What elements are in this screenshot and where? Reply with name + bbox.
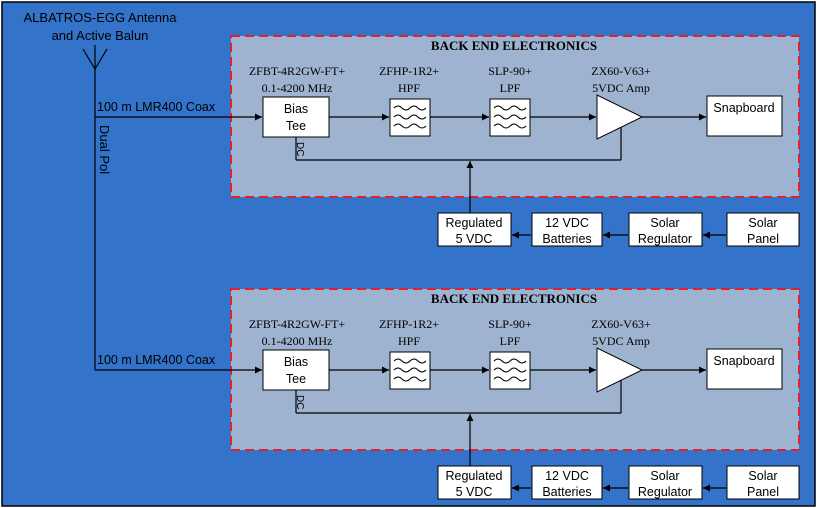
- snapboard-label: Snapboard: [713, 101, 774, 115]
- batteries-label-line2: Batteries: [542, 485, 591, 499]
- filter-icon: [493, 105, 527, 129]
- snapboard-label: Snapboard: [713, 354, 774, 368]
- amplifier-icon: [596, 94, 644, 140]
- solar-panel-box: [726, 212, 800, 247]
- dc-power-lines: [295, 127, 622, 161]
- dc-port-label: DC: [294, 395, 305, 409]
- amp-part-number: ZX60-V63+: [591, 317, 651, 331]
- hpf-type: HPF: [398, 81, 420, 95]
- solar-panel-label: Solar: [748, 216, 777, 230]
- regulated-5vdc-label: Regulated: [446, 216, 503, 230]
- solar-regulator-box: [628, 465, 703, 500]
- batteries-label: 12 VDC: [545, 469, 589, 483]
- amp-type: 5VDC Amp: [592, 334, 650, 348]
- solar-panel-label-line2: Panel: [747, 232, 779, 246]
- hpf-part-number: ZFHP-1R2+: [379, 317, 439, 331]
- coax-label: 100 m LMR400 Coax: [97, 353, 216, 367]
- filter-icon: [493, 358, 527, 382]
- antenna-label-line2: and Active Balun: [52, 28, 149, 43]
- antenna-symbol-icon: [82, 45, 108, 370]
- lpf-part-number: SLP-90+: [488, 317, 532, 331]
- dc-power-lines: [295, 380, 622, 414]
- lpf-type: LPF: [500, 334, 521, 348]
- antenna-label: ALBATROS-EGG Antenna: [24, 10, 178, 25]
- signal-chain-2: BACK END ELECTRONICS ZFBT-4R2GW-FT+ 0.1-…: [95, 288, 800, 500]
- regulated-5vdc-label-line2: 5 VDC: [456, 485, 493, 499]
- bias-tee-label-line2: Tee: [286, 372, 306, 386]
- batteries-box: [531, 465, 603, 500]
- polarization-label: Dual Pol: [97, 125, 112, 174]
- filter-icon: [393, 358, 427, 382]
- hpf-part-number: ZFHP-1R2+: [379, 64, 439, 78]
- amplifier-icon: [596, 347, 644, 393]
- bias-tee-label: Bias: [284, 355, 308, 369]
- solar-regulator-box: [628, 212, 703, 247]
- bias-tee-box: [262, 349, 330, 391]
- bias-tee-label-line2: Tee: [286, 119, 306, 133]
- batteries-label-line2: Batteries: [542, 232, 591, 246]
- amp-part-number: ZX60-V63+: [591, 64, 651, 78]
- snapboard-box: [706, 95, 783, 137]
- regulated-5vdc-box: [437, 212, 512, 247]
- bias-tee-part-number: ZFBT-4R2GW-FT+: [249, 317, 346, 331]
- solar-panel-label-line2: Panel: [747, 485, 779, 499]
- solar-regulator-label: Solar: [650, 469, 679, 483]
- bias-tee-frequency: 0.1-4200 MHz: [262, 81, 333, 95]
- batteries-label: 12 VDC: [545, 216, 589, 230]
- section-title: BACK END ELECTRONICS: [431, 38, 597, 53]
- batteries-box: [531, 212, 603, 247]
- bias-tee-frequency: 0.1-4200 MHz: [262, 334, 333, 348]
- lpf-part-number: SLP-90+: [488, 64, 532, 78]
- regulated-5vdc-label: Regulated: [446, 469, 503, 483]
- regulated-5vdc-label-line2: 5 VDC: [456, 232, 493, 246]
- regulated-5vdc-box: [437, 465, 512, 500]
- coax-label: 100 m LMR400 Coax: [97, 100, 216, 114]
- solar-panel-box: [726, 465, 800, 500]
- bias-tee-part-number: ZFBT-4R2GW-FT+: [249, 64, 346, 78]
- bias-tee-label: Bias: [284, 102, 308, 116]
- solar-regulator-label: Solar: [650, 216, 679, 230]
- section-title: BACK END ELECTRONICS: [431, 291, 597, 306]
- dc-port-label: DC: [294, 142, 305, 156]
- filter-icon: [393, 105, 427, 129]
- solar-regulator-label-line2: Regulator: [638, 232, 692, 246]
- amp-type: 5VDC Amp: [592, 81, 650, 95]
- solar-panel-label: Solar: [748, 469, 777, 483]
- signal-chain-1: BACK END ELECTRONICS ZFBT-4R2GW-FT+ 0.1-…: [95, 35, 800, 247]
- hpf-type: HPF: [398, 334, 420, 348]
- lpf-type: LPF: [500, 81, 521, 95]
- snapboard-box: [706, 348, 783, 390]
- solar-regulator-label-line2: Regulator: [638, 485, 692, 499]
